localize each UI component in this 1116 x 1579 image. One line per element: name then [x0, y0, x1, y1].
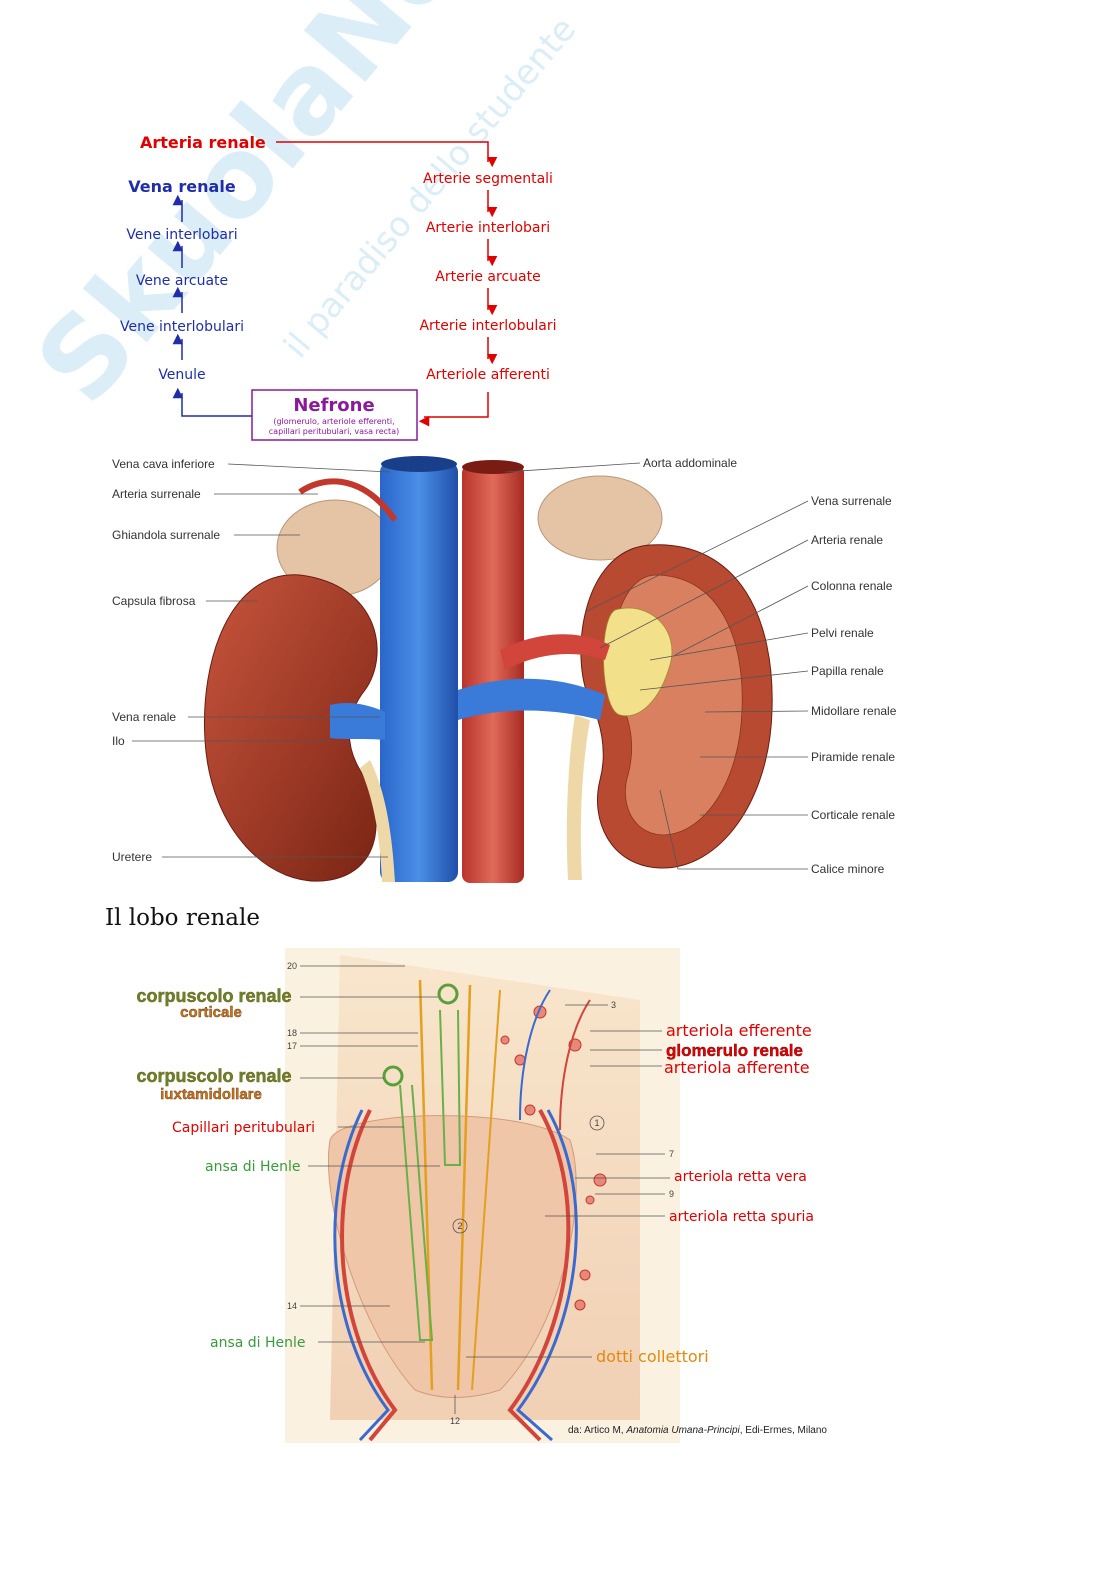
number-17: 17: [287, 1041, 297, 1051]
label-midollare-renale: Midollare renale: [811, 704, 897, 718]
nefrone-note-line-1: (glomerulo, arteriole efferenti,: [273, 417, 394, 426]
arteriola-retta-vera-label: arteriola retta vera: [674, 1169, 807, 1185]
arterie-interlobulari-label: Arterie interlobulari: [419, 318, 556, 334]
corpuscolo-iuxta-line-1: corpuscolo renale: [136, 1066, 291, 1086]
callout-number-2: 2: [457, 1221, 462, 1231]
label-arteria-surrenale: Arteria surrenale: [112, 487, 201, 501]
vena-cava-opening: [381, 456, 457, 472]
arrow-afferenti-nefrone: [424, 392, 488, 417]
label-calice-minore: Calice minore: [811, 862, 885, 876]
source-credit: da: Artico M, Anatomia Umana-Principi, E…: [568, 1425, 827, 1436]
credit-title: Anatomia Umana-Principi: [625, 1425, 740, 1436]
number-12: 12: [450, 1416, 460, 1426]
credit-prefix: da: Artico M,: [568, 1425, 626, 1436]
section-heading: Il lobo renale: [105, 905, 260, 931]
label-vena-surrenale: Vena surrenale: [811, 494, 892, 508]
dotti-collettori-label: dotti collettori: [596, 1347, 709, 1366]
right-renal-vein: [458, 679, 605, 720]
label-ilo: Ilo: [112, 734, 125, 748]
label-pelvi-renale: Pelvi renale: [811, 626, 874, 640]
kidney-illustration: Vena cava inferiore Arteria surrenale Gh…: [112, 456, 897, 883]
aorta-opening: [462, 460, 524, 474]
vena-renale-label: Vena renale: [128, 177, 236, 196]
label-arteria-renale: Arteria renale: [811, 533, 883, 547]
callout-number-1: 1: [594, 1118, 599, 1128]
arteria-renale-label: Arteria renale: [140, 133, 266, 152]
label-colonna-renale: Colonna renale: [811, 579, 893, 593]
number-14: 14: [287, 1301, 297, 1311]
left-renal-vein: [330, 703, 385, 740]
number-3: 3: [611, 1000, 616, 1010]
label-uretere: Uretere: [112, 850, 152, 864]
right-ureter: [567, 715, 590, 880]
label-vena-renale-left: Vena renale: [112, 710, 176, 724]
number-18: 18: [287, 1028, 297, 1038]
ansa-henle-upper-label: ansa di Henle: [205, 1159, 301, 1175]
renal-lobe-illustration: 1 2 20 18 17 3 7 9 14 12: [136, 948, 827, 1443]
corpuscolo-corticale-line-2: corticale: [180, 1004, 242, 1021]
label-piramide-renale: Piramide renale: [811, 750, 895, 764]
vene-arcuate-label: Vene arcuate: [136, 273, 228, 289]
corpuscolo-iuxta-line-2: iuxtamidollare: [160, 1086, 262, 1103]
credit-suffix: , Edi-Ermes, Milano: [740, 1425, 828, 1436]
label-papilla-renale: Papilla renale: [811, 664, 884, 678]
arteriole-afferenti-label: Arteriole afferenti: [426, 367, 550, 383]
inferior-vena-cava: [380, 462, 458, 882]
corpuscolo-corticale-line-1: corpuscolo renale: [136, 986, 291, 1006]
arterie-arcuate-label: Arterie arcuate: [435, 269, 540, 285]
arterie-segmentali-label: Arterie segmentali: [423, 171, 553, 187]
number-9: 9: [669, 1189, 674, 1199]
number-7: 7: [669, 1149, 674, 1159]
arrow-nefrone-venule: [182, 393, 252, 416]
arteriola-afferente-label: arteriola afferente: [664, 1058, 810, 1077]
label-vena-cava-inferiore: Vena cava inferiore: [112, 457, 215, 471]
label-corticale-renale: Corticale renale: [811, 808, 895, 822]
vene-interlobulari-label: Vene interlobulari: [120, 319, 244, 335]
nefrone-note-line-2: capillari peritubulari, vasa recta): [269, 427, 399, 436]
label-capsula-fibrosa: Capsula fibrosa: [112, 594, 196, 608]
ansa-henle-lower-label: ansa di Henle: [210, 1335, 306, 1351]
watermark-brand: SkuolaNet: [12, 0, 520, 427]
capillari-peritubulari-label: Capillari peritubulari: [172, 1120, 315, 1136]
label-ghiandola-surrenale: Ghiandola surrenale: [112, 528, 220, 542]
number-20: 20: [287, 961, 297, 971]
arteriola-retta-spuria-label: arteriola retta spuria: [669, 1209, 814, 1225]
arteriola-efferente-label: arteriola efferente: [666, 1021, 812, 1040]
vene-interlobari-label: Vene interlobari: [126, 227, 237, 243]
label-aorta-addominale: Aorta addominale: [643, 456, 737, 470]
venule-label: Venule: [158, 367, 205, 383]
nefrone-title: Nefrone: [293, 395, 374, 416]
watermark: SkuolaNet il paradiso dello studente: [12, 0, 584, 427]
abdominal-aorta: [462, 465, 524, 883]
arterie-interlobari-label: Arterie interlobari: [426, 220, 550, 236]
